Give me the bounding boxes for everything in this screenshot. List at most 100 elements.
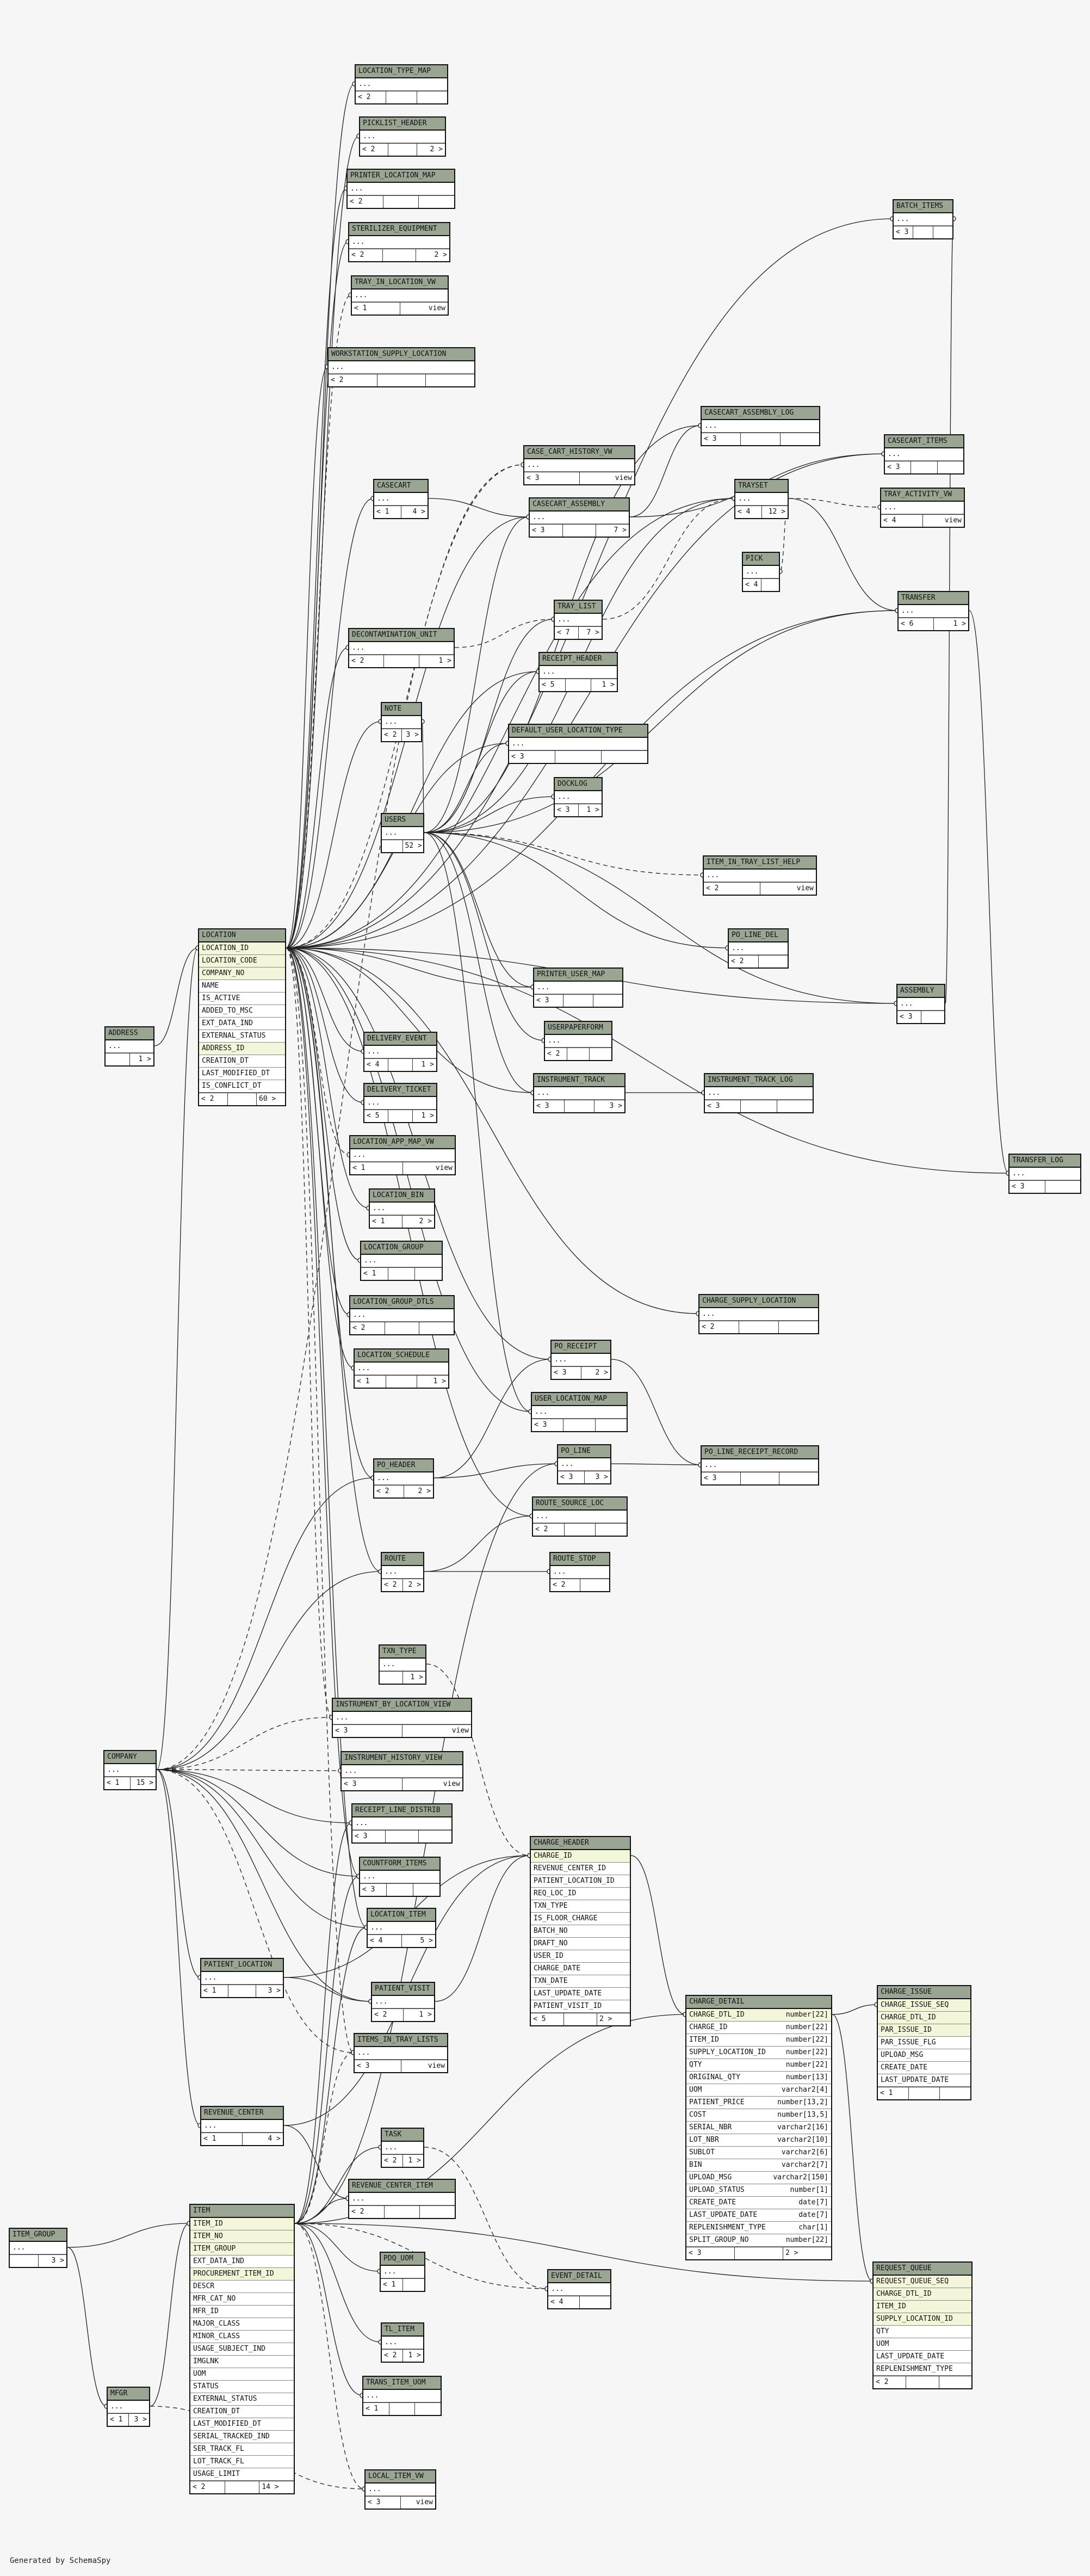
table-revenue-center-item[interactable]: REVENUE_CENTER_ITEM...< 2 <box>348 2179 456 2219</box>
table-user-location-map[interactable]: USER_LOCATION_MAP...< 3 <box>531 1392 628 1432</box>
table-batch-items[interactable]: BATCH_ITEMS...< 3 <box>893 199 953 239</box>
table-event-detail[interactable]: EVENT_DETAIL...< 4 <box>547 2269 611 2309</box>
table-po-line-del[interactable]: PO_LINE_DEL...< 2 <box>728 928 789 969</box>
count-cell: < 3 <box>558 1471 585 1483</box>
column-name: LAST_UPDATE_DATE <box>534 1989 602 1998</box>
table-route-source-loc[interactable]: ROUTE_SOURCE_LOC...< 2 <box>532 1496 628 1537</box>
table-location-group-dtls[interactable]: LOCATION_GROUP_DTLS...< 2 <box>349 1295 455 1335</box>
table-pdq-uom[interactable]: PDQ_UOM...< 1 <box>380 2252 425 2292</box>
table-address[interactable]: ADDRESS...1 > <box>104 1026 154 1067</box>
column-name: EXT_DATA_IND <box>202 1019 253 1027</box>
column-row: UOM <box>190 2368 294 2381</box>
table-workstation-supply-location[interactable]: WORKSTATION_SUPPLY_LOCATION...< 2 <box>327 347 475 387</box>
table-item-group[interactable]: ITEM_GROUP...3 > <box>9 2228 67 2268</box>
table-users[interactable]: USERS...52 > <box>381 813 424 853</box>
table-printer-user-map[interactable]: PRINTER_USER_MAP...< 3 <box>533 967 623 1008</box>
table-po-line-receipt-record[interactable]: PO_LINE_RECEIPT_RECORD...< 3 <box>701 1445 819 1486</box>
table-route-stop[interactable]: ROUTE_STOP...< 2 <box>549 1552 610 1592</box>
column-row: ... <box>524 459 634 472</box>
table-printer-location-map[interactable]: PRINTER_LOCATION_MAP...< 2 <box>346 169 455 209</box>
column-name: ... <box>353 1151 366 1159</box>
column-name: UPLOAD_STATUS <box>689 2186 745 2194</box>
column-name: ... <box>527 461 540 469</box>
column-row: CHARGE_ID <box>531 1850 630 1863</box>
relationship-counts: < 3 <box>894 226 952 238</box>
table-userpaperform[interactable]: USERPAPERFORM...< 2 <box>544 1021 612 1061</box>
relationship-line-87 <box>283 1977 371 2002</box>
column-name: IS_CONFLICT_DT <box>202 1082 262 1090</box>
table-casecart-assembly-log[interactable]: CASECART_ASSEMBLY_LOG...< 3 <box>701 406 820 446</box>
table-casecart-items[interactable]: CASECART_ITEMS...< 3 <box>884 434 964 474</box>
table-pick[interactable]: PICK...< 4 <box>742 552 780 592</box>
table-countform-items[interactable]: COUNTFORM_ITEMS...< 3 <box>359 1857 441 1897</box>
table-transfer-log[interactable]: TRANSFER_LOG...< 3 <box>1008 1154 1081 1194</box>
column-name: SERIAL_NBR <box>689 2123 732 2131</box>
table-txn-type[interactable]: TXN_TYPE...1 > <box>379 1644 426 1685</box>
table-assembly[interactable]: ASSEMBLY...< 3 <box>896 984 945 1024</box>
table-receipt-line-distrib[interactable]: RECEIPT_LINE_DISTRIB...< 3 <box>351 1803 453 1844</box>
table-instrument-track-log[interactable]: INSTRUMENT_TRACK_LOG...< 3 <box>704 1073 814 1113</box>
table-location-type-map[interactable]: LOCATION_TYPE_MAP...< 2 <box>355 64 448 104</box>
table-trans-item-uom[interactable]: TRANS_ITEM_UOM...< 1 <box>362 2376 442 2416</box>
column-row: EXTERNAL_STATUS <box>199 1030 285 1043</box>
table-charge-supply-location[interactable]: CHARGE_SUPPLY_LOCATION...< 2 <box>698 1294 819 1334</box>
column-name: ... <box>385 718 398 726</box>
table-default-user-location-type[interactable]: DEFAULT_USER_LOCATION_TYPE...< 3 <box>508 724 648 764</box>
column-name: LAST_UPDATE_DATE <box>881 2076 949 2084</box>
column-name: ... <box>355 291 368 299</box>
table-name: RECEIPT_HEADER <box>540 653 617 666</box>
relationship-line-98 <box>611 1463 701 1465</box>
relationship-line-110 <box>969 610 1009 1174</box>
column-name: ... <box>554 1355 567 1364</box>
table-location-group[interactable]: LOCATION_GROUP...< 1 <box>360 1241 443 1281</box>
count-cell: < 3 <box>360 1884 387 1896</box>
column-name: PATIENT_VISIT_ID <box>534 2002 602 2010</box>
